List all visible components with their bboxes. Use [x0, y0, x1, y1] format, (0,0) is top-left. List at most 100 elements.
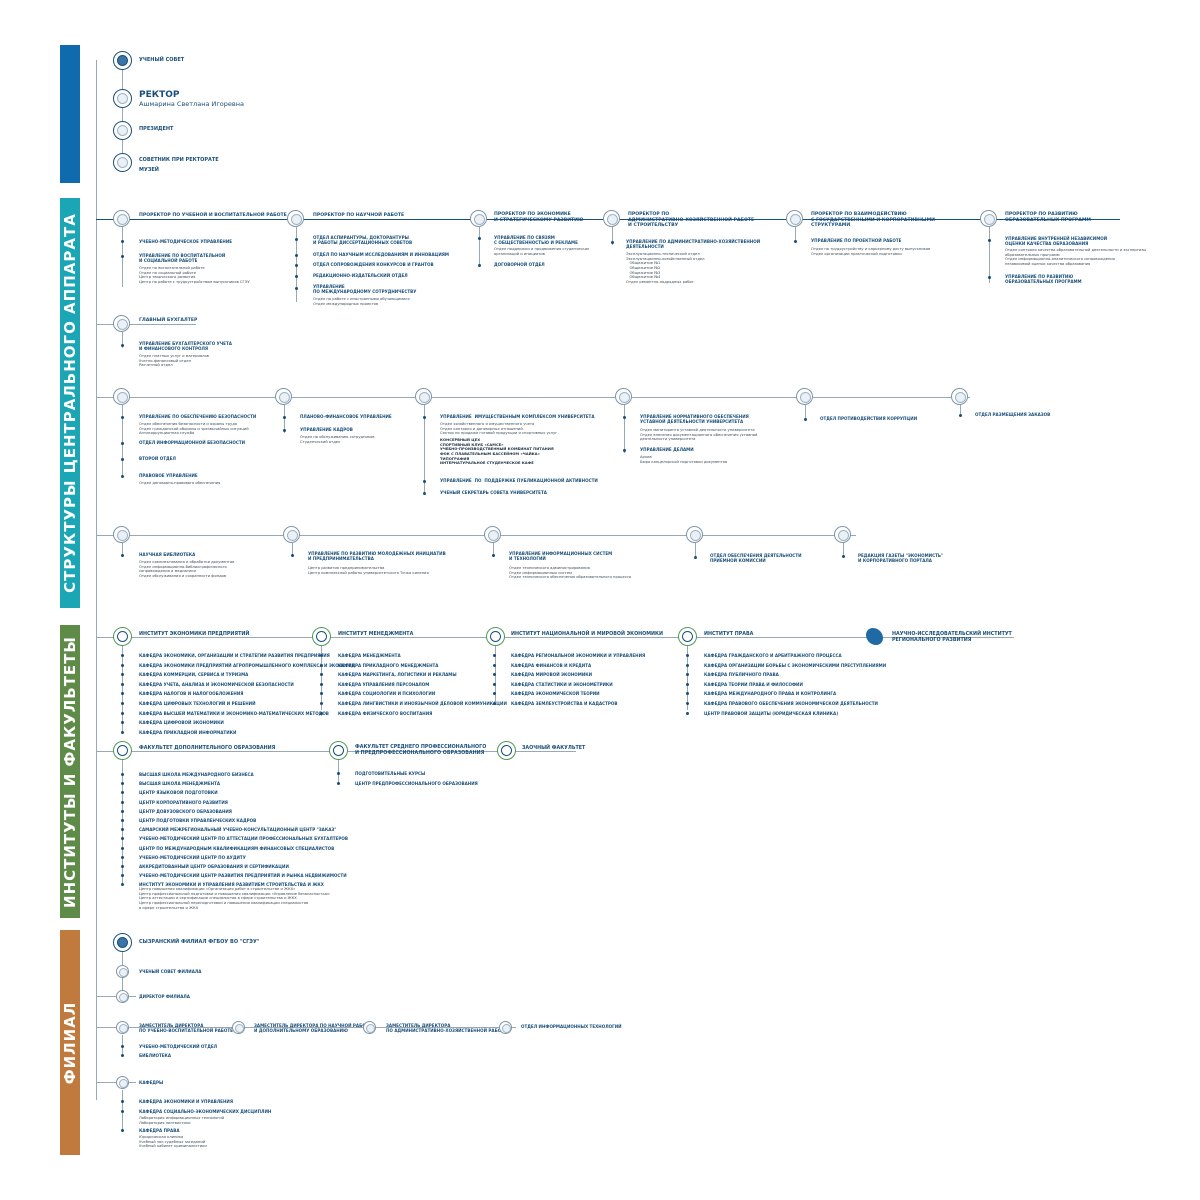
bullet	[423, 416, 426, 419]
institute-2-title: ИНСТИТУТ МЕНЕДЖМЕНТА	[338, 632, 414, 637]
bullet	[493, 682, 496, 686]
bullet	[478, 237, 481, 240]
faculty-2-icon	[329, 741, 348, 760]
branch-deputies-line	[96, 1027, 516, 1028]
chair-3: КАФЕДРА ПРАВА	[139, 1128, 180, 1133]
list-item: КАФЕДРА МЕНЕДЖМЕНТА	[338, 653, 401, 658]
bullet	[694, 556, 697, 559]
row2-line	[96, 397, 970, 398]
prorector-6-item-2: УПРАВЛЕНИЕ ПО РАЗВИТИЮ ОБРАЗОВАТЕЛЬНЫХ П…	[1005, 274, 1082, 285]
branch-director: ДИРЕКТОР ФИЛИАЛА	[139, 994, 190, 999]
bullet	[121, 702, 124, 705]
advisor-label: СОВЕТНИК ПРИ РЕКТОРАТЕ	[139, 157, 219, 163]
institute-3-title: ИНСТИТУТ НАЦИОНАЛЬНОЙ И МИРОВОЙ ЭКОНОМИК…	[511, 632, 663, 637]
museum-label: МУЗЕЙ	[139, 167, 159, 173]
prorector-5-stem	[795, 227, 796, 243]
row3-5-stem	[843, 543, 844, 557]
branch-director-icon	[116, 990, 129, 1003]
row2-5-stem	[805, 405, 806, 419]
list-item: КАФЕДРА КОММЕРЦИИ, СЕРВИСА И ТУРИЗМА	[139, 672, 249, 678]
bullet	[121, 773, 124, 776]
bullet	[121, 255, 124, 258]
bullet	[320, 702, 323, 705]
bullet	[686, 682, 689, 686]
bullet	[121, 554, 124, 557]
bullet	[121, 682, 124, 686]
institute-3-icon	[486, 627, 505, 646]
row3-2-item-1: УПРАВЛЕНИЕ ПО РАЗВИТИЮ МОЛОДЕЖНЫХ ИНИЦИА…	[308, 551, 446, 562]
band-green-label: ИНСТИТУТЫ И ФАКУЛЬТЕТЫ	[61, 635, 79, 908]
prorector-4-stem	[612, 227, 613, 245]
bullet	[842, 555, 845, 558]
band-teal: СТРУКТУРЫ ЦЕНТРАЛЬНОГО АППАРАТА	[60, 198, 80, 608]
bullet	[121, 855, 124, 859]
band-orange-label: ФИЛИАЛ	[61, 1001, 79, 1084]
bullet	[493, 663, 496, 667]
list-item: КАФЕДРА ГРАЖДАНСКОГО И АРБИТРАЖНОГО ПРОЦ…	[704, 653, 842, 658]
main-spine	[96, 60, 97, 1100]
bullet	[686, 692, 689, 696]
president-label: ПРЕЗИДЕНТ	[139, 126, 174, 132]
prorector-2-item-5: УПРАВЛЕНИЕ ПО МЕЖДУНАРОДНОМУ СОТРУДНИЧЕС…	[313, 284, 417, 295]
bullet	[804, 418, 807, 421]
bullet	[121, 673, 124, 677]
bullet	[686, 711, 689, 715]
bullet	[320, 663, 323, 667]
list-item: КАФЕДРА ЗЕМЛЕУСТРОЙСТВА И КАДАСТРОВ	[511, 701, 618, 706]
bullet	[121, 865, 124, 868]
band-blue	[60, 45, 80, 183]
row3-2-stem	[292, 543, 293, 557]
bullet	[121, 416, 124, 419]
prorector-2-title: ПРОРЕКТОР ПО НАУЧНОЙ РАБОТЕ	[313, 213, 405, 218]
list-item: КАФЕДРА ПРИКЛАДНОГО МЕНЕДЖМЕНТА	[338, 662, 439, 668]
list-item: КАФЕДРА СОЦИОЛОГИИ И ПСИХОЛОГИИ	[338, 691, 436, 697]
prorector-3-title: ПРОРЕКТОР ПО ЭКОНОМИКЕ И СТРАТЕГИЧЕСКОМУ…	[494, 212, 584, 223]
list-item: ПОДГОТОВИТЕЛЬНЫЕ КУРСЫ	[355, 771, 426, 776]
institute-4-title: ИНСТИТУТ ПРАВА	[704, 632, 754, 637]
row2-2-item-2-desc: Отдел по обслуживанию сотрудников Студен…	[300, 435, 375, 444]
row2-1-item-1: УПРАВЛЕНИЕ ПО ОБЕСПЕЧЕНИЮ БЕЗОПАСНОСТИ	[139, 414, 257, 419]
accountant-line	[96, 324, 196, 325]
list-item: КАФЕДРА ВЫСШЕЙ МАТЕМАТИКИ И ЭКОНОМИКО-МА…	[139, 710, 329, 716]
row2-1-item-4: ПРАВОВОЕ УПРАВЛЕНИЕ	[139, 473, 198, 478]
row3-5-item-1: РЕДАКЦИЯ ГАЗЕТЫ "ЭКОНОМИСТЬ" И КОРПОРАТИ…	[858, 553, 944, 564]
chair-2-desc: Лаборатория информационных технологий Ла…	[139, 1116, 225, 1125]
row2-5-icon	[796, 388, 813, 405]
bullet	[492, 554, 495, 557]
bullet	[121, 711, 124, 715]
faculty-2-title: ФАКУЛЬТЕТ СРЕДНЕГО ПРОФЕССИОНАЛЬНОГО И П…	[355, 745, 487, 756]
row2-2-item-1: ПЛАНОВО-ФИНАНСОВОЕ УПРАВЛЕНИЕ	[300, 414, 392, 419]
list-item: КАФЕДРА ПРАВОВОГО ОБЕСПЕЧЕНИЯ ЭКОНОМИЧЕС…	[704, 701, 878, 706]
row3-3-item-1: УПРАВЛЕНИЕ ИНФОРМАЦИОННЫХ СИСТЕМ И ТЕХНО…	[509, 551, 613, 562]
list-item: ЦЕНТР ПРАВОВОЙ ЗАЩИТЫ (ЮРИДИЧЕСКАЯ КЛИНИ…	[704, 710, 839, 716]
council-label: УЧЕНЫЙ СОВЕТ	[139, 57, 185, 63]
list-item: КАФЕДРА ФИЗИЧЕСКОГО ВОСПИТАНИЯ	[338, 710, 433, 716]
prorector-4-icon	[603, 210, 620, 227]
list-item: УЧЕБНО-МЕТОДИЧЕСКИЙ ЦЕНТР ПО АУДИТУ	[139, 854, 246, 860]
list-item: КАФЕДРА ОРГАНИЗАЦИИ БОРЬБЫ С ЭКОНОМИЧЕСК…	[704, 662, 887, 668]
deputy-1-icon	[116, 1021, 129, 1034]
institute-2-icon	[312, 627, 331, 646]
list-item: КАФЕДРА НАЛОГОВ И НАЛОГООБЛОЖЕНИЯ	[139, 691, 244, 697]
branch-council: УЧЕНЫЙ СОВЕТ ФИЛИАЛА	[139, 969, 202, 974]
branch-title: СЫЗРАНСКИЙ ФИЛИАЛ ФГБОУ ВО "СГЭУ"	[139, 939, 260, 945]
bullet	[121, 819, 124, 822]
prorector-2-icon	[287, 210, 304, 227]
bullet	[121, 846, 124, 850]
bullet	[121, 654, 124, 657]
row2-1-item-2: ОТДЕЛ ИНФОРМАЦИОННОЙ БЕЗОПАСНОСТИ	[139, 440, 246, 445]
list-item: АККРЕДИТОВАННЫЙ ЦЕНТР ОБРАЗОВАНИЯ И СЕРТ…	[139, 864, 289, 869]
list-item: КАФЕДРА МИРОВОЙ ЭКОНОМИКИ	[511, 672, 593, 678]
bullet	[121, 809, 124, 813]
bullet	[121, 791, 124, 795]
bullet	[121, 663, 124, 667]
bullet	[121, 442, 124, 445]
list-item: КАФЕДРА СТАТИСТИКИ И ЭКОНОМЕТРИКИ	[511, 681, 613, 687]
prorector-6-item-1-desc: Отдел контроля качества образовательной …	[1005, 248, 1147, 266]
row2-2-icon	[275, 388, 292, 405]
bullet	[121, 828, 124, 832]
prorector-2-item-2: ОТДЕЛ ПО НАУЧНЫМ ИССЛЕДОВАНИЯМ И ИННОВАЦ…	[313, 252, 449, 257]
bullet	[623, 449, 626, 452]
row2-1-item-1-desc: Отдел обеспечения безопасности и охраны …	[139, 422, 249, 436]
row2-3-item-1: УПРАВЛЕНИЕ ИМУЩЕСТВЕННЫМ КОМПЛЕКСОМ УНИВ…	[440, 414, 595, 419]
